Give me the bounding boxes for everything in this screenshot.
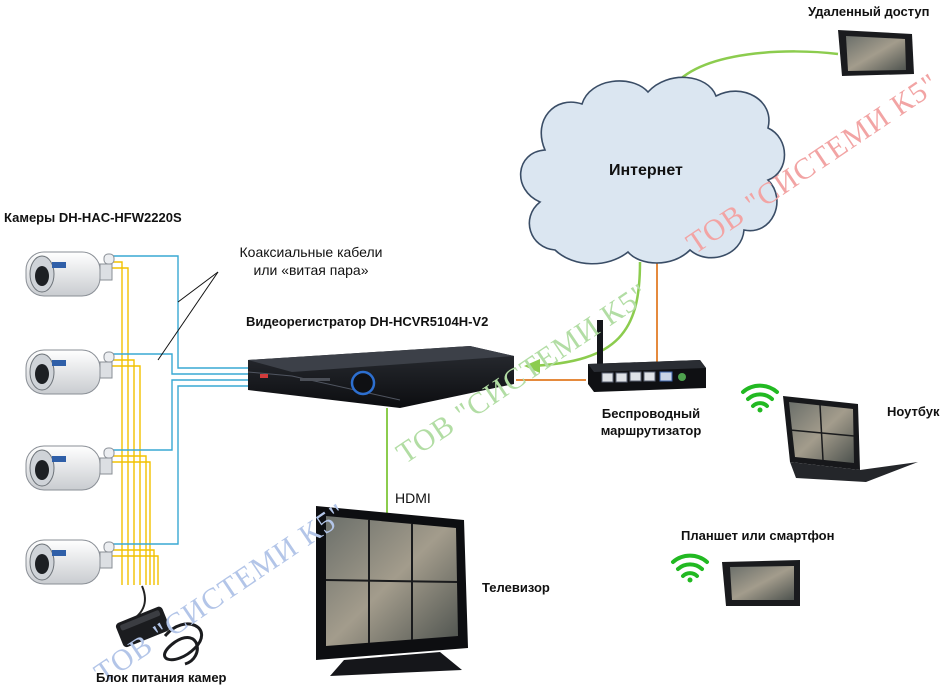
tv-label: Телевизор [482,580,550,595]
label-pointer-lines [157,271,219,361]
cloud-icon [519,76,786,265]
cameras-label: Камеры DH-HAC-HFW2220S [4,210,182,225]
camera-icon [25,349,115,395]
router-label: Беспроводный маршрутизатор [586,405,716,439]
coax-cables [112,255,248,545]
laptop-icon [783,396,918,482]
cables-label-line2: или «витая пара» [253,262,369,278]
remote-access-label: Удаленный доступ [808,4,930,19]
wireless-link-arrow [524,359,540,373]
wifi-icon [671,553,709,583]
wifi-icon [741,383,779,413]
camera-group [25,251,115,585]
internet-label: Интернет [609,162,683,179]
power-supply-label: Блок питания камер [96,670,227,685]
cables-label: Коаксиальные кабели или «витая пара» [226,243,396,279]
cables-label-line1: Коаксиальные кабели [239,244,383,260]
tablet-icon [722,560,800,606]
laptop-label: Ноутбук [887,404,940,419]
tablet-icon [838,30,914,76]
camera-icon [25,251,115,297]
tv-icon [316,506,468,676]
camera-icon [25,445,115,491]
dvr-label: Видеорегистратор DH-HCVR5104H-V2 [246,314,489,329]
router-icon [588,320,706,392]
hdmi-label: HDMI [395,490,431,506]
wireless-link [529,261,642,368]
router-label-line2: маршрутизатор [600,423,702,438]
tablet-label: Планшет или смартфон [681,528,835,543]
camera-icon [25,539,115,585]
camera-power-wires [112,261,159,585]
remote-access-link [670,50,839,89]
power-adapter-icon [115,585,203,666]
router-label-line1: Беспроводный [601,406,701,421]
dvr-icon [247,346,514,408]
